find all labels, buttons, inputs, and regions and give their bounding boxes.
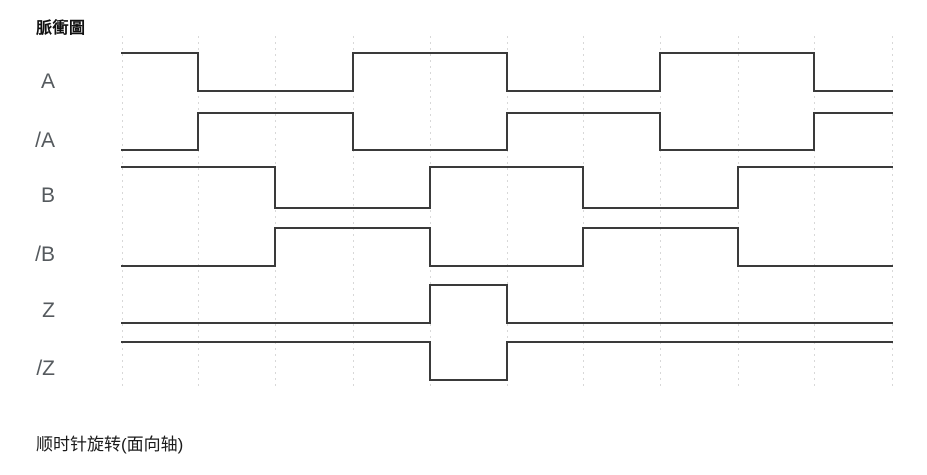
waveform-not-B — [121, 227, 893, 267]
page-title: 脈衝圖 — [36, 20, 86, 37]
signal-label-Z: Z — [42, 299, 55, 322]
signal-label-not-Z: /Z — [36, 357, 55, 380]
gridlines-group — [122, 36, 893, 388]
signal-label-A: A — [40, 70, 55, 93]
signal-label-not-B: /B — [35, 243, 55, 266]
waveforms-group — [121, 52, 893, 381]
signal-label-B: B — [40, 184, 55, 207]
waveform-not-A — [121, 112, 893, 151]
waveform-Z — [121, 284, 893, 324]
waveform-A — [121, 52, 893, 92]
signal-label-not-A: /A — [35, 129, 55, 152]
waveform-not-Z — [121, 341, 893, 381]
waveform-B — [121, 166, 893, 209]
diagram-caption: 顺时针旋转(面向轴) — [36, 435, 184, 454]
